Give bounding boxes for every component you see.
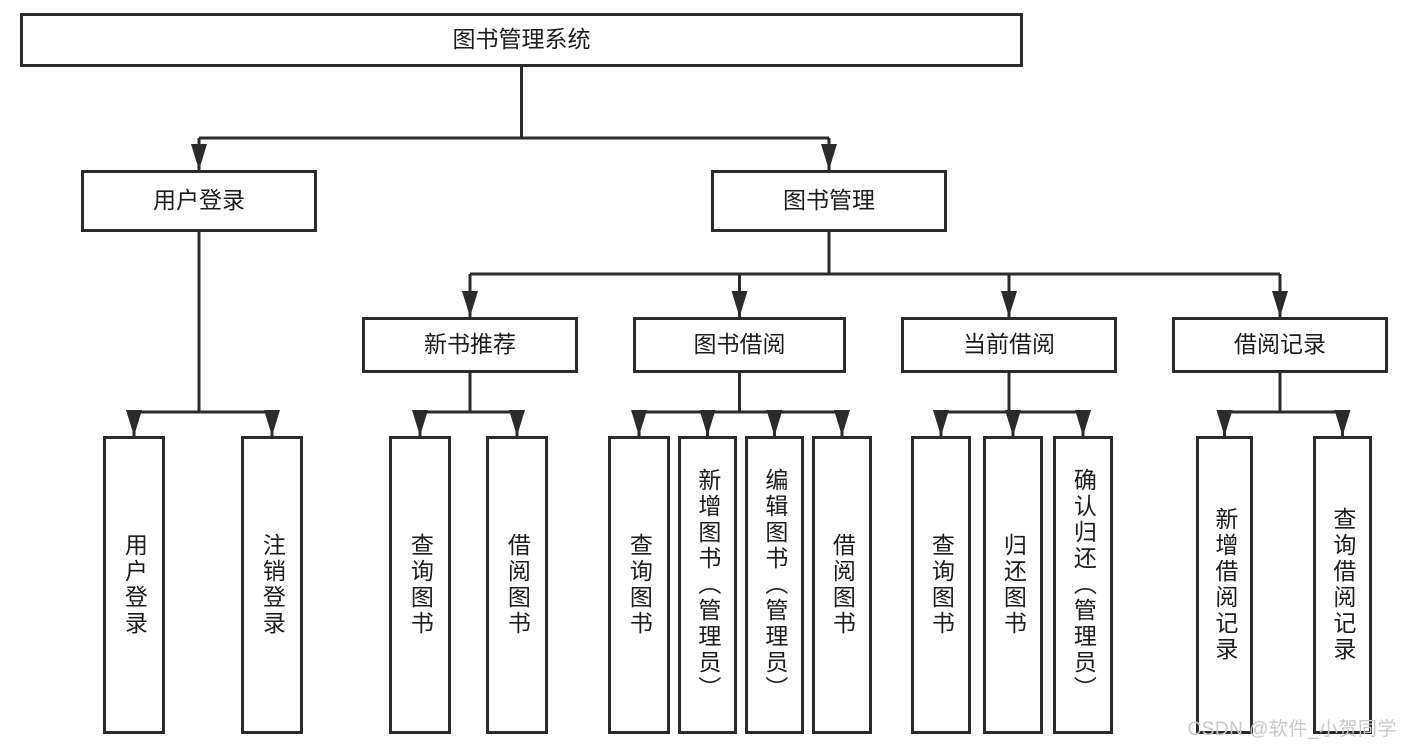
arrowhead-icon — [1334, 410, 1351, 436]
node-leaf-confirm-return[interactable] — [1053, 436, 1113, 734]
node-new-book-recommend[interactable] — [362, 317, 578, 373]
node-user-login[interactable] — [81, 170, 317, 232]
node-leaf-user-login[interactable] — [103, 436, 165, 734]
arrowhead-icon — [699, 410, 716, 436]
arrowhead-icon — [631, 410, 647, 436]
arrowhead-icon — [264, 410, 280, 436]
node-current-borrow[interactable] — [901, 317, 1117, 373]
node-book-borrow[interactable] — [633, 317, 846, 373]
node-root[interactable] — [20, 13, 1023, 67]
node-current-borrow-label: 当前借阅 — [963, 331, 1055, 357]
arrowhead-icon — [933, 410, 949, 436]
node-leaf-query-book-cur[interactable] — [911, 436, 971, 734]
arrowhead-icon — [412, 410, 428, 436]
node-leaf-user-logout[interactable] — [241, 436, 303, 734]
arrowhead-icon — [731, 291, 748, 317]
arrowhead-icon — [1005, 410, 1021, 436]
node-user-login-label: 用户登录 — [153, 187, 245, 213]
node-leaf-borrow-book-rec[interactable] — [486, 436, 548, 734]
arrowhead-icon — [1075, 410, 1091, 436]
arrowhead-icon — [1216, 410, 1233, 436]
node-leaf-query-book-rec[interactable] — [389, 436, 451, 734]
arrowhead-icon — [191, 144, 207, 170]
node-book-borrow-label: 图书借阅 — [694, 331, 786, 357]
node-borrow-record[interactable] — [1172, 317, 1388, 373]
node-leaf-add-record[interactable] — [1196, 436, 1253, 734]
node-leaf-query-record[interactable] — [1313, 436, 1372, 734]
arrowhead-icon — [462, 291, 478, 317]
arrowhead-icon — [1272, 291, 1288, 317]
node-leaf-query-book-bor[interactable] — [608, 436, 670, 734]
node-book-manage-label: 图书管理 — [783, 187, 875, 213]
arrowhead-icon — [509, 410, 525, 436]
node-root-label: 图书管理系统 — [453, 26, 591, 52]
arrowhead-icon — [834, 410, 850, 436]
node-leaf-edit-book[interactable] — [745, 436, 804, 734]
node-borrow-record-label: 借阅记录 — [1234, 331, 1326, 357]
arrowhead-icon — [1001, 291, 1017, 317]
node-leaf-add-book[interactable] — [678, 436, 737, 734]
connector-layer — [126, 67, 1351, 436]
node-new-book-recommend-label: 新书推荐 — [424, 331, 516, 357]
arrowhead-icon — [766, 410, 783, 436]
node-leaf-borrow-book[interactable] — [812, 436, 872, 734]
watermark-text: CSDN @软件_小贺同学 — [1187, 719, 1397, 740]
arrowhead-icon — [821, 144, 837, 170]
arrowhead-icon — [126, 410, 142, 436]
node-book-manage[interactable] — [711, 170, 947, 232]
node-leaf-return-book[interactable] — [983, 436, 1043, 734]
